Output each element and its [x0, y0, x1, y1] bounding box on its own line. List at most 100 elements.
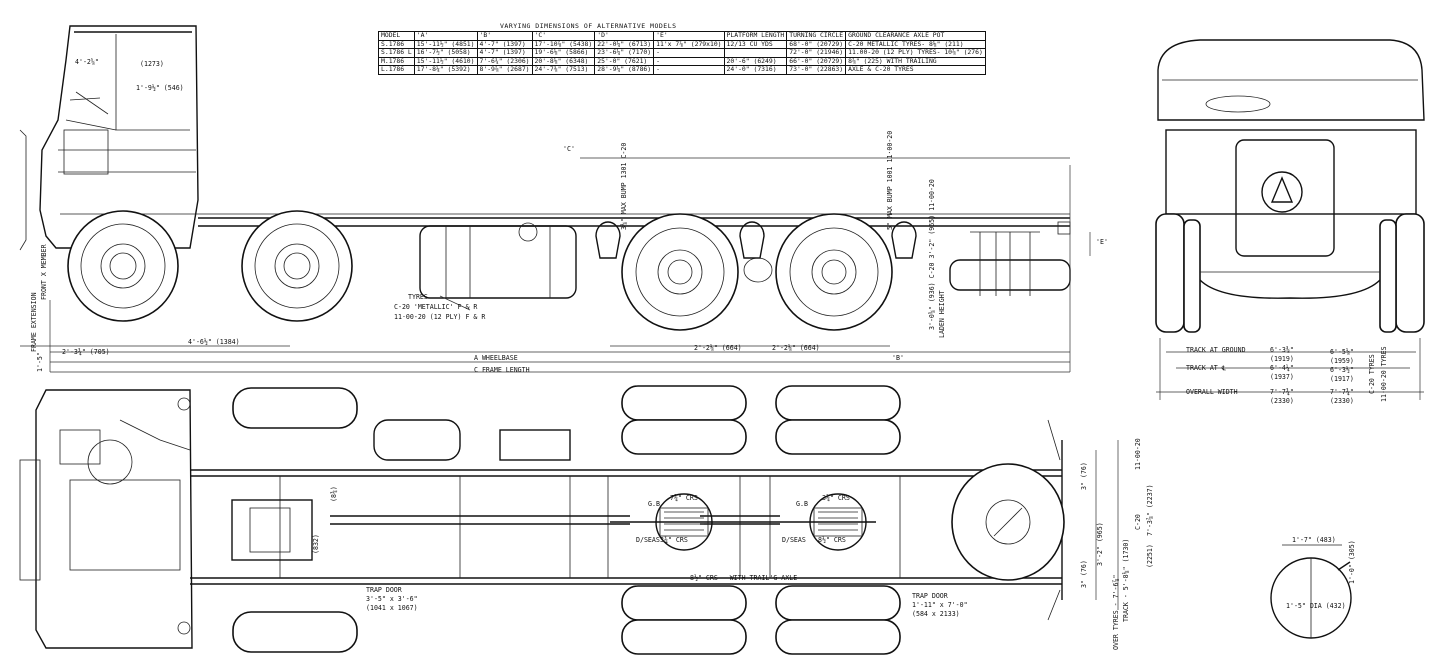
wheel-detail	[1270, 544, 1352, 639]
wheel-dim-side: 1'-0" (305)	[1348, 540, 1356, 584]
dim-bogie-1: 2'-2⅛" (664)	[694, 344, 742, 352]
cell: 19'-6⅛" (5866)	[531, 48, 596, 58]
trap-door-2-l3: (584 x 2133)	[912, 610, 960, 618]
dim-3-2: 3'-2" (965)	[1096, 522, 1104, 566]
crs-1: 7¾" CRS	[670, 494, 698, 502]
side-c20-value: 7'-3⅞" (2237)	[1146, 484, 1154, 536]
table-header-row: MODEL 'A' 'B' 'C' 'D' 'E' PLATFORM LENGT…	[378, 31, 986, 41]
cell: -	[653, 65, 725, 75]
crs-2: 3¾" CRS	[822, 494, 850, 502]
tyres-line-2: 11·00-20 (12 PLY) F & R	[394, 313, 486, 321]
cab-height-1: 4'-2⅝"	[75, 58, 99, 66]
col-header: GROUND CLEARANCE AXLE POT	[845, 31, 986, 41]
cell	[723, 48, 788, 58]
frame-extension: FRAME EXTENSION	[30, 292, 38, 352]
cell: -	[653, 56, 725, 67]
over-tyres: OVER TYRES - 7'-6⅞"	[1112, 574, 1120, 650]
cell: 73'-0" (22863)	[786, 65, 847, 75]
front-member: FRONT X MEMBER	[40, 244, 48, 300]
dimensions-table: MODEL 'A' 'B' 'C' 'D' 'E' PLATFORM LENGT…	[378, 31, 986, 75]
laden-values: 3'-0⅝" (936) C-20 3'-2" (965) 11·00-20	[928, 179, 936, 330]
tyres-line-1: C-20 'METALLIC' F & R	[394, 303, 478, 311]
track-ground-v2: 6'-5⅛"	[1330, 348, 1354, 356]
ow-v2b: (2330)	[1330, 397, 1354, 405]
table-row: S.1786 15'-11½" (4851) 4'-7" (1397) 17'-…	[378, 39, 986, 50]
col-header: TURNING CIRCLE	[786, 31, 847, 41]
cell: 24'-0" (7316)	[723, 65, 788, 75]
dim-b-label: 'B'	[892, 354, 904, 362]
track-cl-v1b: (1937)	[1270, 373, 1294, 381]
frame-length-label: C FRAME LENGTH	[474, 366, 530, 374]
dim-830: (8¾)	[330, 486, 338, 502]
spring-crs: 8½" CRS - WITH TRAIL'G AXLE	[690, 574, 798, 582]
cell: 11.00-20 (12 PLY) TYRES- 10⅞" (276)	[845, 48, 986, 58]
gb-1: G.B	[648, 500, 660, 508]
wheelbase-label: A WHEELBASE	[474, 354, 518, 362]
ow-v1b: (2330)	[1270, 397, 1294, 405]
ow-v2: 7'-7¾"	[1330, 388, 1354, 396]
dseas-2: D/SEAS	[782, 536, 806, 544]
col-header: 'A'	[413, 31, 478, 41]
tyres-label: TYRES	[408, 293, 428, 301]
dim-bogie-2: 2'-2⅛" (664)	[772, 344, 820, 352]
dim-c-label: 'C'	[563, 145, 575, 153]
cab-height-3: 1'-9½" (546)	[136, 84, 184, 92]
end-view	[1155, 39, 1425, 400]
laden-height: LADEN HEIGHT	[938, 290, 946, 338]
cell: 17'-8¼" (5392)	[413, 65, 478, 75]
bump-1: 3⅛" MAX BUMP 1301 C-20	[620, 142, 628, 230]
cell: AXLE & C-20 TYRES	[845, 65, 986, 75]
dim-top-3: 3" (76)	[1080, 462, 1088, 490]
trap-door-2-l1: TRAP DOOR	[912, 592, 948, 600]
cell: 72'-0" (21946)	[786, 48, 847, 58]
table-title: VARYING DIMENSIONS OF ALTERNATIVE MODELS	[500, 22, 677, 30]
dim-e-label: 'E'	[1096, 238, 1108, 246]
crs-4: 8½" CRS	[818, 536, 846, 544]
side-1100: 11·00-20	[1134, 438, 1142, 470]
track-ground-label: TRACK AT GROUND	[1186, 346, 1246, 354]
cell: 23'-6¼" (7170)	[594, 48, 655, 58]
table-row: L.1786 17'-8¼" (5392) 8'-9⅞" (2687) 24'-…	[378, 65, 986, 75]
dim-832: (832)	[312, 534, 320, 554]
cell: 4'-7" (1397)	[476, 48, 533, 58]
cell: 11'x 7⅞" (279x10)	[653, 39, 725, 50]
col-header: 'E'	[653, 31, 725, 41]
ow-v1: 7'-7¾"	[1270, 388, 1294, 396]
cell: -	[653, 48, 725, 58]
gb-2: G.B	[796, 500, 808, 508]
track-cl-v2: 6'-3½"	[1330, 366, 1354, 374]
wheel-dim-top: 1'-7" (483)	[1292, 536, 1336, 544]
trap-door-1-l3: (1041 x 1067)	[366, 604, 418, 612]
track-ground-v2b: (1959)	[1330, 357, 1354, 365]
track-cl-v2b: (1917)	[1330, 375, 1354, 383]
plan-view	[19, 385, 1119, 655]
col-header: 'D'	[594, 31, 655, 41]
dseas-1: D/SEAS	[636, 536, 660, 544]
col-header: PLATFORM LENGTH	[723, 31, 788, 41]
cell: 16'-7½" (5058)	[413, 48, 478, 58]
side-1100-value: (2251)	[1146, 544, 1154, 568]
dim-front: 2'-3¾" (705)	[62, 348, 110, 356]
cell: 24'-7⅜" (7513)	[531, 65, 596, 75]
overall-width-label: OVERALL WIDTH	[1186, 388, 1238, 396]
tyres-1100-label: 11·00-20 TYRES	[1380, 346, 1388, 402]
trap-door-1-l1: TRAP DOOR	[366, 586, 402, 594]
track-ground-v1b: (1919)	[1270, 355, 1294, 363]
dim-cab: 4'-6½" (1384)	[188, 338, 240, 346]
cell: 8'-9⅞" (2687)	[476, 65, 533, 75]
table-row: S.1786 L 16'-7½" (5058) 4'-7" (1397) 19'…	[378, 48, 986, 58]
col-header: 'C'	[531, 31, 596, 41]
cell: 28'-9¼" (8786)	[594, 65, 655, 75]
side-view	[19, 25, 1091, 373]
crs-3: 3¾" CRS	[660, 536, 688, 544]
track-rear: TRACK - 5'-8⅛" (1730)	[1122, 538, 1130, 622]
dim-bottom-3: 3" (76)	[1080, 560, 1088, 588]
col-header: MODEL	[378, 31, 415, 41]
track-cl-v1: 6'-4¼"	[1270, 364, 1294, 372]
cell: L.1786	[378, 65, 415, 75]
cab-height-2: (1273)	[140, 60, 164, 68]
cab-left-dim: 1'-5"	[36, 352, 44, 372]
cell: S.1786 L	[378, 48, 415, 58]
cell: 12/13 CU YDS	[723, 39, 788, 50]
